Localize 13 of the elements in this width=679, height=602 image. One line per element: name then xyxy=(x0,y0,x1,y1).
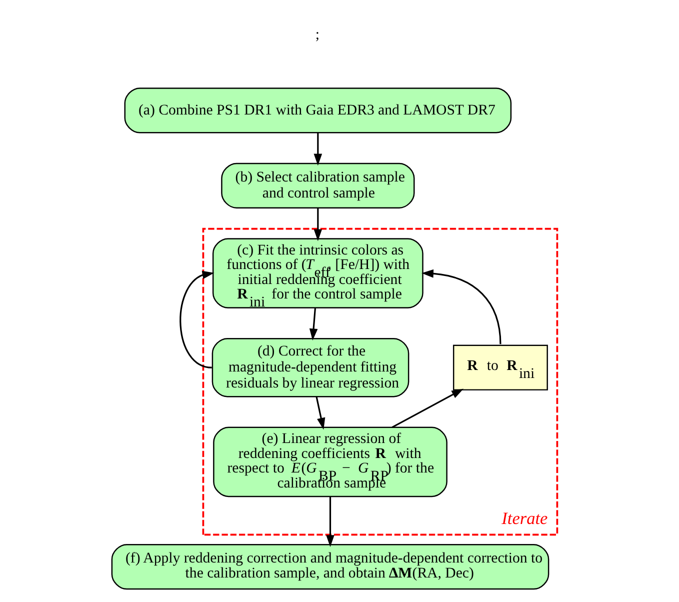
arrow xyxy=(422,269,502,344)
arrow xyxy=(314,132,322,166)
arrow xyxy=(392,388,464,428)
arrow xyxy=(309,308,318,341)
node-box: (b) Select calibration sample and control sample xyxy=(221,162,415,208)
node-box: (f) Apply reddening correction and magnitude-dependent correction to the calibration sample, and obtain ΔM(RA, Dec) xyxy=(111,544,550,590)
arrow xyxy=(316,396,326,430)
label: ; xyxy=(315,27,320,44)
arrow xyxy=(314,208,322,242)
node-box: (d) Correct for the magnitude-dependent fitting residuals by linear regression xyxy=(212,338,410,398)
arrow xyxy=(180,270,214,368)
arrow xyxy=(326,496,334,547)
node-box: (a) Combine PS1 DR1 with Gaia EDR3 and LAMOST DR7 xyxy=(124,88,512,134)
